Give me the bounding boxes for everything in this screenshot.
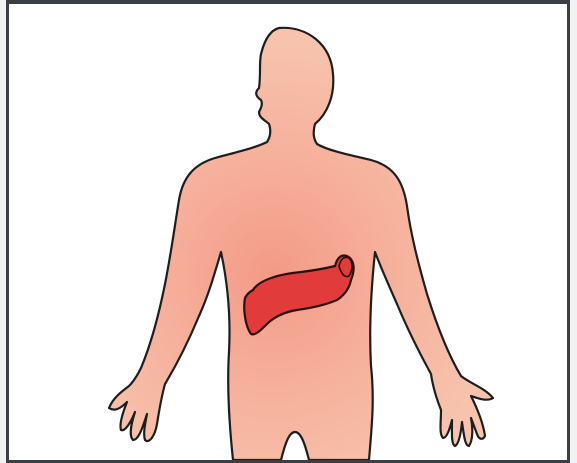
illustration-frame [6,0,570,463]
body-silhouette [109,28,493,460]
body-illustration [9,4,567,460]
